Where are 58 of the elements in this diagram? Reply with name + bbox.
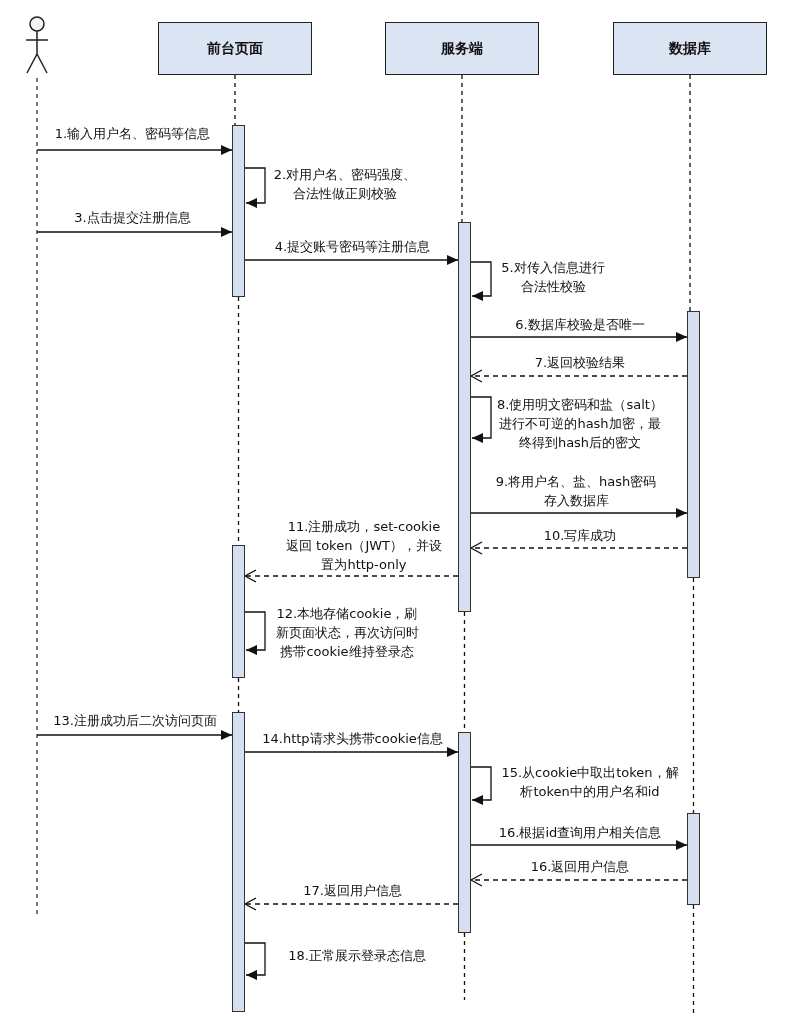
lifeline bbox=[692, 577, 695, 814]
message-arrow bbox=[244, 255, 459, 265]
lifeline bbox=[463, 932, 466, 1001]
message-arrow bbox=[36, 227, 233, 237]
edge-label: 4.提交账号密码等注册信息 bbox=[273, 238, 432, 256]
self-message-arrow bbox=[244, 167, 266, 208]
edge-label: 13.注册成功后二次访问页面 bbox=[52, 712, 218, 730]
edge-label: 9.将用户名、盐、hash密码存入数据库 bbox=[494, 473, 658, 510]
participant-box bbox=[158, 22, 312, 75]
message-arrow bbox=[470, 508, 688, 518]
return-arrow bbox=[470, 873, 688, 887]
return-arrow bbox=[470, 369, 688, 383]
activation-bar bbox=[458, 732, 471, 933]
activation-bar bbox=[687, 311, 700, 578]
activation-bar bbox=[458, 222, 471, 612]
activation-bar bbox=[232, 125, 245, 297]
edge-label: 15.从cookie中取出token，解析token中的用户名和id bbox=[500, 764, 680, 801]
lifeline bbox=[461, 74, 463, 223]
edge-label: 6.数据库校验是否唯一 bbox=[514, 316, 646, 334]
participant-name: 前台页面 bbox=[207, 39, 263, 58]
activation-bar bbox=[687, 813, 700, 905]
self-message-arrow bbox=[470, 261, 492, 301]
lifeline bbox=[234, 74, 236, 126]
self-message-arrow bbox=[470, 766, 492, 805]
self-message-arrow bbox=[470, 396, 492, 443]
activation-bar bbox=[232, 545, 245, 678]
edge-label: 7.返回校验结果 bbox=[533, 354, 627, 372]
edge-label: 10.写库成功 bbox=[542, 527, 618, 545]
edge-label: 12.本地存储cookie，刷新页面状态，再次访问时携带cookie维持登录态 bbox=[274, 605, 420, 661]
edge-label: 11.注册成功，set-cookie 返回 token（JWT），并设置为http-only bbox=[285, 518, 443, 574]
edge-label: 14.http请求头携带cookie信息 bbox=[261, 730, 444, 748]
return-arrow bbox=[470, 541, 688, 555]
edge-label: 2.对用户名、密码强度、合法性做正则校验 bbox=[272, 166, 418, 203]
edge-label: 17.返回用户信息 bbox=[302, 882, 403, 900]
edge-label: 1.输入用户名、密码等信息 bbox=[53, 125, 212, 143]
participant-name: 数据库 bbox=[669, 39, 711, 58]
message-arrow bbox=[244, 747, 459, 757]
self-message-arrow bbox=[244, 942, 266, 980]
return-arrow bbox=[244, 897, 459, 911]
edge-label: 5.对传入信息进行合法性校验 bbox=[500, 259, 606, 296]
participant-box bbox=[613, 22, 767, 75]
actor-lifeline-drawing bbox=[24, 16, 50, 915]
message-arrow bbox=[470, 840, 688, 850]
edge-label: 18.正常展示登录态信息 bbox=[287, 947, 427, 965]
edge-label: 16.根据id查询用户相关信息 bbox=[497, 824, 663, 842]
edge-label: 8.使用明文密码和盐（salt）进行不可逆的hash加密，最终得到hash后的密文 bbox=[497, 396, 663, 452]
message-arrow bbox=[36, 730, 233, 740]
participant-box bbox=[385, 22, 539, 75]
edge-label: 16.返回用户信息 bbox=[529, 858, 631, 876]
participant-name: 服务端 bbox=[441, 39, 483, 58]
message-arrow bbox=[36, 145, 233, 155]
activation-bar bbox=[232, 712, 245, 1012]
self-message-arrow bbox=[244, 611, 266, 655]
message-arrow bbox=[470, 332, 688, 342]
lifeline bbox=[237, 677, 240, 713]
lifeline bbox=[689, 74, 691, 312]
edge-label: 3.点击提交注册信息 bbox=[73, 209, 192, 227]
return-arrow bbox=[244, 569, 459, 583]
